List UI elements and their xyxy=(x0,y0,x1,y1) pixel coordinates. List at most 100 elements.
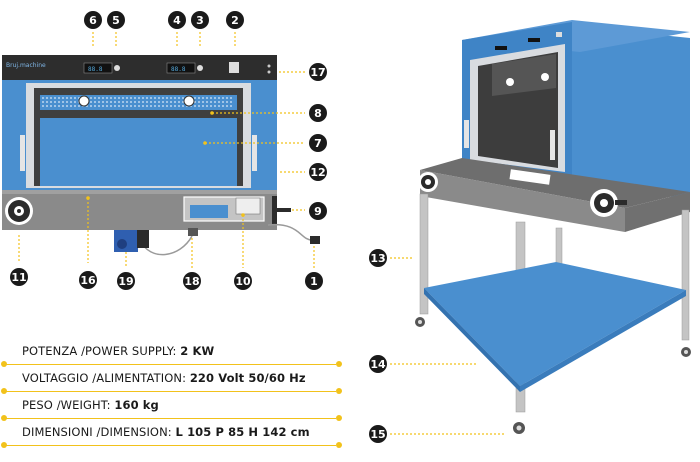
spec-bullet xyxy=(1,415,7,421)
perforation-hole xyxy=(110,105,112,107)
side-lever xyxy=(272,196,277,224)
display-left xyxy=(83,62,113,74)
callout-number: 15 xyxy=(370,428,385,441)
perforation-hole xyxy=(182,105,184,107)
perforation-hole xyxy=(98,101,100,103)
handle-right xyxy=(252,135,257,171)
spec-bullet xyxy=(336,388,342,394)
perforation-hole xyxy=(130,105,132,107)
callout-circle xyxy=(226,11,244,29)
perforation-hole xyxy=(150,97,152,99)
callout-12: 12 xyxy=(309,163,327,181)
perforation-hole xyxy=(90,97,92,99)
spec-row-voltage: VOLTAGGIO /ALIMENTATION: 220 Volt 50/60 … xyxy=(22,371,306,385)
perforation-hole xyxy=(210,105,212,107)
perforation-hole xyxy=(118,105,120,107)
power-cable xyxy=(267,224,313,241)
perforation-hole xyxy=(126,97,128,99)
spec-divider xyxy=(4,445,336,446)
spec-bullet xyxy=(336,361,342,367)
perforation-hole xyxy=(106,105,108,107)
perforation-hole xyxy=(74,101,76,103)
base-front xyxy=(420,170,625,232)
perforation-hole xyxy=(98,105,100,107)
perforation-hole xyxy=(138,105,140,107)
perforation-hole xyxy=(94,97,96,99)
base-top xyxy=(420,158,690,208)
spec-bullet xyxy=(1,388,7,394)
perforation-hole xyxy=(122,101,124,103)
perforation-hole xyxy=(90,101,92,103)
callout-5: 5 xyxy=(107,11,125,29)
callout-8: 8 xyxy=(309,104,327,122)
perforation-hole xyxy=(218,97,220,99)
perforation-hole xyxy=(170,101,172,103)
perforation-hole xyxy=(174,97,176,99)
perforation-hole xyxy=(146,101,148,103)
callout-circle xyxy=(117,272,135,290)
perforation-hole xyxy=(138,97,140,99)
callout-circle xyxy=(10,268,28,286)
perforation-hole xyxy=(50,105,52,107)
callout-circle xyxy=(369,249,387,267)
power-plug xyxy=(310,236,320,244)
gauge-left xyxy=(78,95,90,107)
callout-number: 6 xyxy=(89,14,97,27)
callout-circle xyxy=(309,163,327,181)
perforation-hole xyxy=(46,105,48,107)
callout-number: 12 xyxy=(310,166,325,179)
svg-text:88.8: 88.8 xyxy=(171,66,186,73)
perforation-hole xyxy=(198,101,200,103)
spec-divider xyxy=(4,364,336,365)
perforation-hole xyxy=(126,105,128,107)
perforation-hole xyxy=(198,105,200,107)
perforation-hole xyxy=(50,101,52,103)
perforation-hole xyxy=(178,105,180,107)
perforation-hole xyxy=(202,97,204,99)
callout-18: 18 xyxy=(183,272,201,290)
callout-14: 14 xyxy=(369,355,387,373)
perforation-hole xyxy=(122,97,124,99)
callout-9: 9 xyxy=(309,202,327,220)
perforation-hole xyxy=(146,105,148,107)
callout-number: 1 xyxy=(310,275,318,288)
perforation-hole xyxy=(114,105,116,107)
spec-divider xyxy=(4,418,336,419)
callout-11: 11 xyxy=(10,268,28,286)
indicator-light-1 xyxy=(267,64,271,68)
callout-number: 13 xyxy=(370,252,385,265)
callout-circle xyxy=(309,104,327,122)
callout-circle xyxy=(369,355,387,373)
perforation-hole xyxy=(226,97,228,99)
callout-number: 10 xyxy=(235,275,251,288)
perforation-hole xyxy=(110,101,112,103)
perforation-hole xyxy=(42,105,44,107)
callout-number: 11 xyxy=(11,271,26,284)
gauge-right xyxy=(183,95,195,107)
perforation-hole xyxy=(110,97,112,99)
perforation-hole xyxy=(226,105,228,107)
perforation-hole xyxy=(54,105,56,107)
lower-shelf xyxy=(424,262,686,386)
callout-number: 17 xyxy=(310,66,325,79)
spec-bullet xyxy=(336,415,342,421)
perforation-hole xyxy=(154,97,156,99)
perforation-hole xyxy=(74,97,76,99)
perforation-hole xyxy=(70,101,72,103)
callout-10: 10 xyxy=(234,272,252,290)
spec-row-dimension: DIMENSIONI /DIMENSION: L 105 P 85 H 142 … xyxy=(22,425,310,439)
perforation-hole xyxy=(154,105,156,107)
perforation-hole xyxy=(50,97,52,99)
perforation-hole xyxy=(166,97,168,99)
callout-3: 3 xyxy=(191,11,209,29)
knob-right xyxy=(197,65,203,71)
perforation-hole xyxy=(198,97,200,99)
perforation-hole xyxy=(134,101,136,103)
perforation-hole xyxy=(202,105,204,107)
callout-circle xyxy=(183,272,201,290)
callout-19: 19 xyxy=(117,272,135,290)
perforation-hole xyxy=(166,101,168,103)
perforation-hole xyxy=(222,105,224,107)
callout-2: 2 xyxy=(226,11,244,29)
